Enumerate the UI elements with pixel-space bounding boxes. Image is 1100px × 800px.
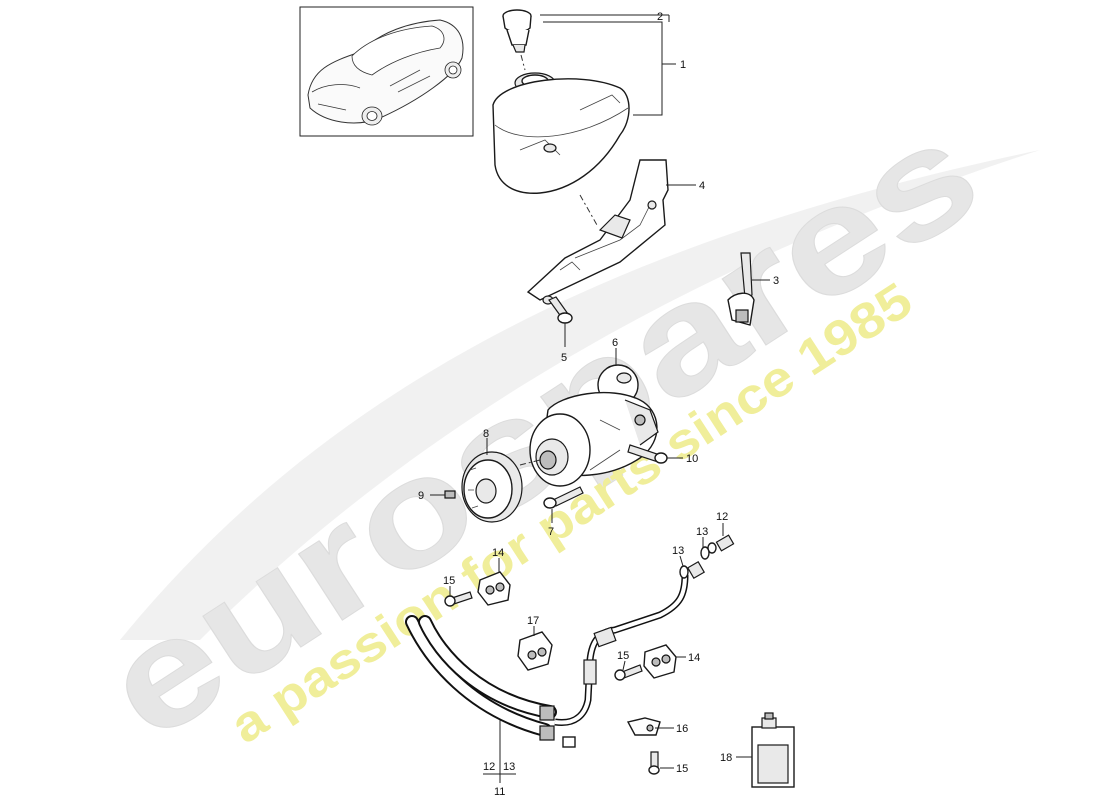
fluid-can xyxy=(751,712,795,788)
fluid-reservoir xyxy=(492,72,630,194)
hose-assembly xyxy=(405,574,689,760)
label-8: 8 xyxy=(483,428,489,440)
fitting-12 xyxy=(707,534,735,554)
label-7: 7 xyxy=(548,526,554,538)
clamp-14b xyxy=(643,644,677,679)
label-12-bottom: 12 xyxy=(483,761,495,773)
label-17: 17 xyxy=(527,615,539,627)
clamp-14a xyxy=(477,571,511,606)
bolt-7 xyxy=(543,486,584,509)
label-14-left: 14 xyxy=(492,547,504,559)
label-3: 3 xyxy=(773,275,779,287)
label-14-right: 14 xyxy=(688,652,700,664)
label-11: 11 xyxy=(494,786,505,798)
label-13-bottom: 13 xyxy=(503,761,515,773)
label-10: 10 xyxy=(686,453,698,465)
power-steering-pump xyxy=(529,364,659,487)
watermark-swoosh xyxy=(120,150,1040,640)
bolt-15a xyxy=(444,591,473,607)
seal-13b xyxy=(679,560,706,580)
label-15-left: 15 xyxy=(443,575,455,587)
label-5: 5 xyxy=(561,352,567,364)
reservoir-cap xyxy=(502,9,532,71)
bolt-15c xyxy=(648,751,660,775)
car-icon xyxy=(307,19,464,126)
label-13-mid: 13 xyxy=(672,545,684,557)
label-12-top: 12 xyxy=(716,511,728,523)
label-1: 1 xyxy=(680,59,686,71)
part-number-labels: 2 1 4 3 5 6 8 9 10 7 12 13 13 14 15 17 1… xyxy=(418,11,779,798)
clamp-17 xyxy=(517,631,553,671)
car-thumbnail xyxy=(299,6,474,137)
bolt-5 xyxy=(548,296,573,324)
bolt-9 xyxy=(444,490,456,499)
leader-lines xyxy=(430,14,770,783)
bracket-16 xyxy=(626,717,661,736)
bolt-15b xyxy=(614,664,643,681)
label-9: 9 xyxy=(418,490,424,502)
label-15-mid: 15 xyxy=(617,650,629,662)
pressure-sensor xyxy=(727,252,755,326)
label-2: 2 xyxy=(657,11,663,23)
label-15-bottom: 15 xyxy=(676,763,688,775)
label-6: 6 xyxy=(612,337,618,349)
label-18: 18 xyxy=(720,752,732,764)
label-13-top: 13 xyxy=(696,526,708,538)
seal-13a xyxy=(700,546,710,560)
label-16: 16 xyxy=(676,723,688,735)
pump-pulley xyxy=(461,451,541,523)
label-4: 4 xyxy=(699,180,705,192)
